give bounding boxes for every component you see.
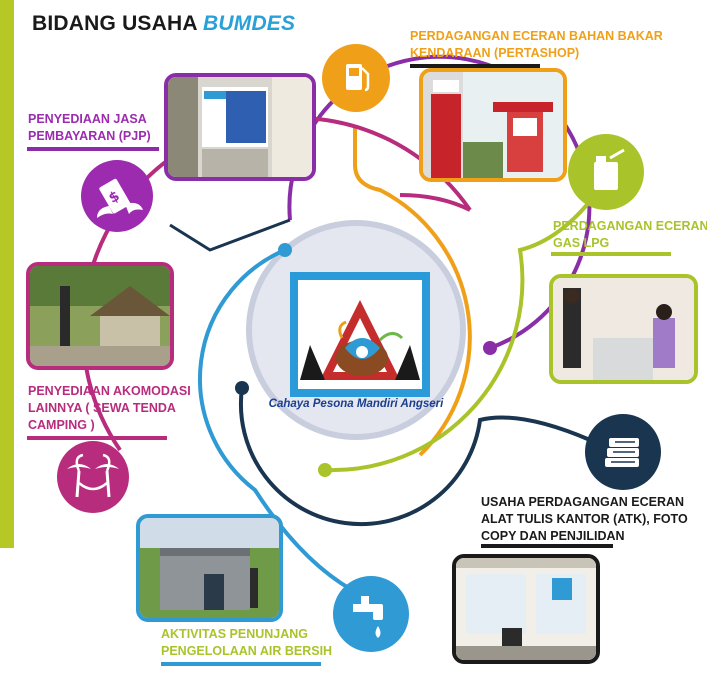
books-stack-icon <box>605 438 639 467</box>
air-ring <box>198 248 353 592</box>
akomodasi-label: PENYEDIAAN AKOMODASI LAINNYA ( SEWA TEND… <box>28 384 191 432</box>
money-wings-icon: $ <box>97 178 143 218</box>
air-icon-circle <box>333 576 409 652</box>
pertashop-ring <box>353 125 472 457</box>
pjp-photo <box>164 73 316 181</box>
palm-hammock-icon <box>67 453 119 498</box>
pertashop-photo <box>419 68 567 182</box>
gas-canister-icon <box>594 148 625 190</box>
atk-label: USAHA PERDAGANGAN ECERAN ALAT TULIS KANT… <box>481 495 688 543</box>
page-title: BIDANG USAHA BUMDES <box>32 12 295 36</box>
atk-underline <box>481 544 613 548</box>
fuel-pump-icon <box>346 64 370 92</box>
lpg-photo <box>549 274 698 384</box>
akomodasi-icon-circle <box>57 441 129 513</box>
logo-caption: Cahaya Pesona Mandiri Angseri <box>268 398 444 410</box>
akomodasi-underline <box>27 436 167 440</box>
air-underline <box>161 662 321 666</box>
akomodasi-photo <box>26 262 174 370</box>
lpg-ring <box>324 193 597 473</box>
air-photo <box>136 514 283 622</box>
air-ring-end <box>278 243 292 257</box>
lpg-ring-end <box>318 463 332 477</box>
pjp-label: PENYEDIAAN JASA PEMBAYARAN (PJP) <box>28 112 151 143</box>
atk-ring <box>238 387 591 527</box>
pertashop-label: PERDAGANGAN ECERAN BAHAN BAKAR KENDARAAN… <box>410 29 663 60</box>
title-main: BIDANG USAHA <box>32 12 197 35</box>
atk-photo <box>452 554 600 664</box>
bumdes-logo-icon <box>300 300 420 380</box>
left-accent-bar <box>0 0 14 548</box>
lpg-label: PERDAGANGAN ECERAN GAS LPG <box>553 219 707 250</box>
title-accent: BUMDES <box>203 12 296 35</box>
atk-ring-end <box>235 381 249 395</box>
pjp-ring-end <box>483 341 497 355</box>
lpg-underline <box>551 252 671 256</box>
air-label: AKTIVITAS PENUNJANG PENGELOLAAN AIR BERS… <box>161 627 333 658</box>
pjp-connector <box>169 218 291 252</box>
pjp-underline <box>27 147 159 151</box>
pertashop-underline <box>410 64 540 68</box>
water-tap-icon <box>353 596 383 638</box>
